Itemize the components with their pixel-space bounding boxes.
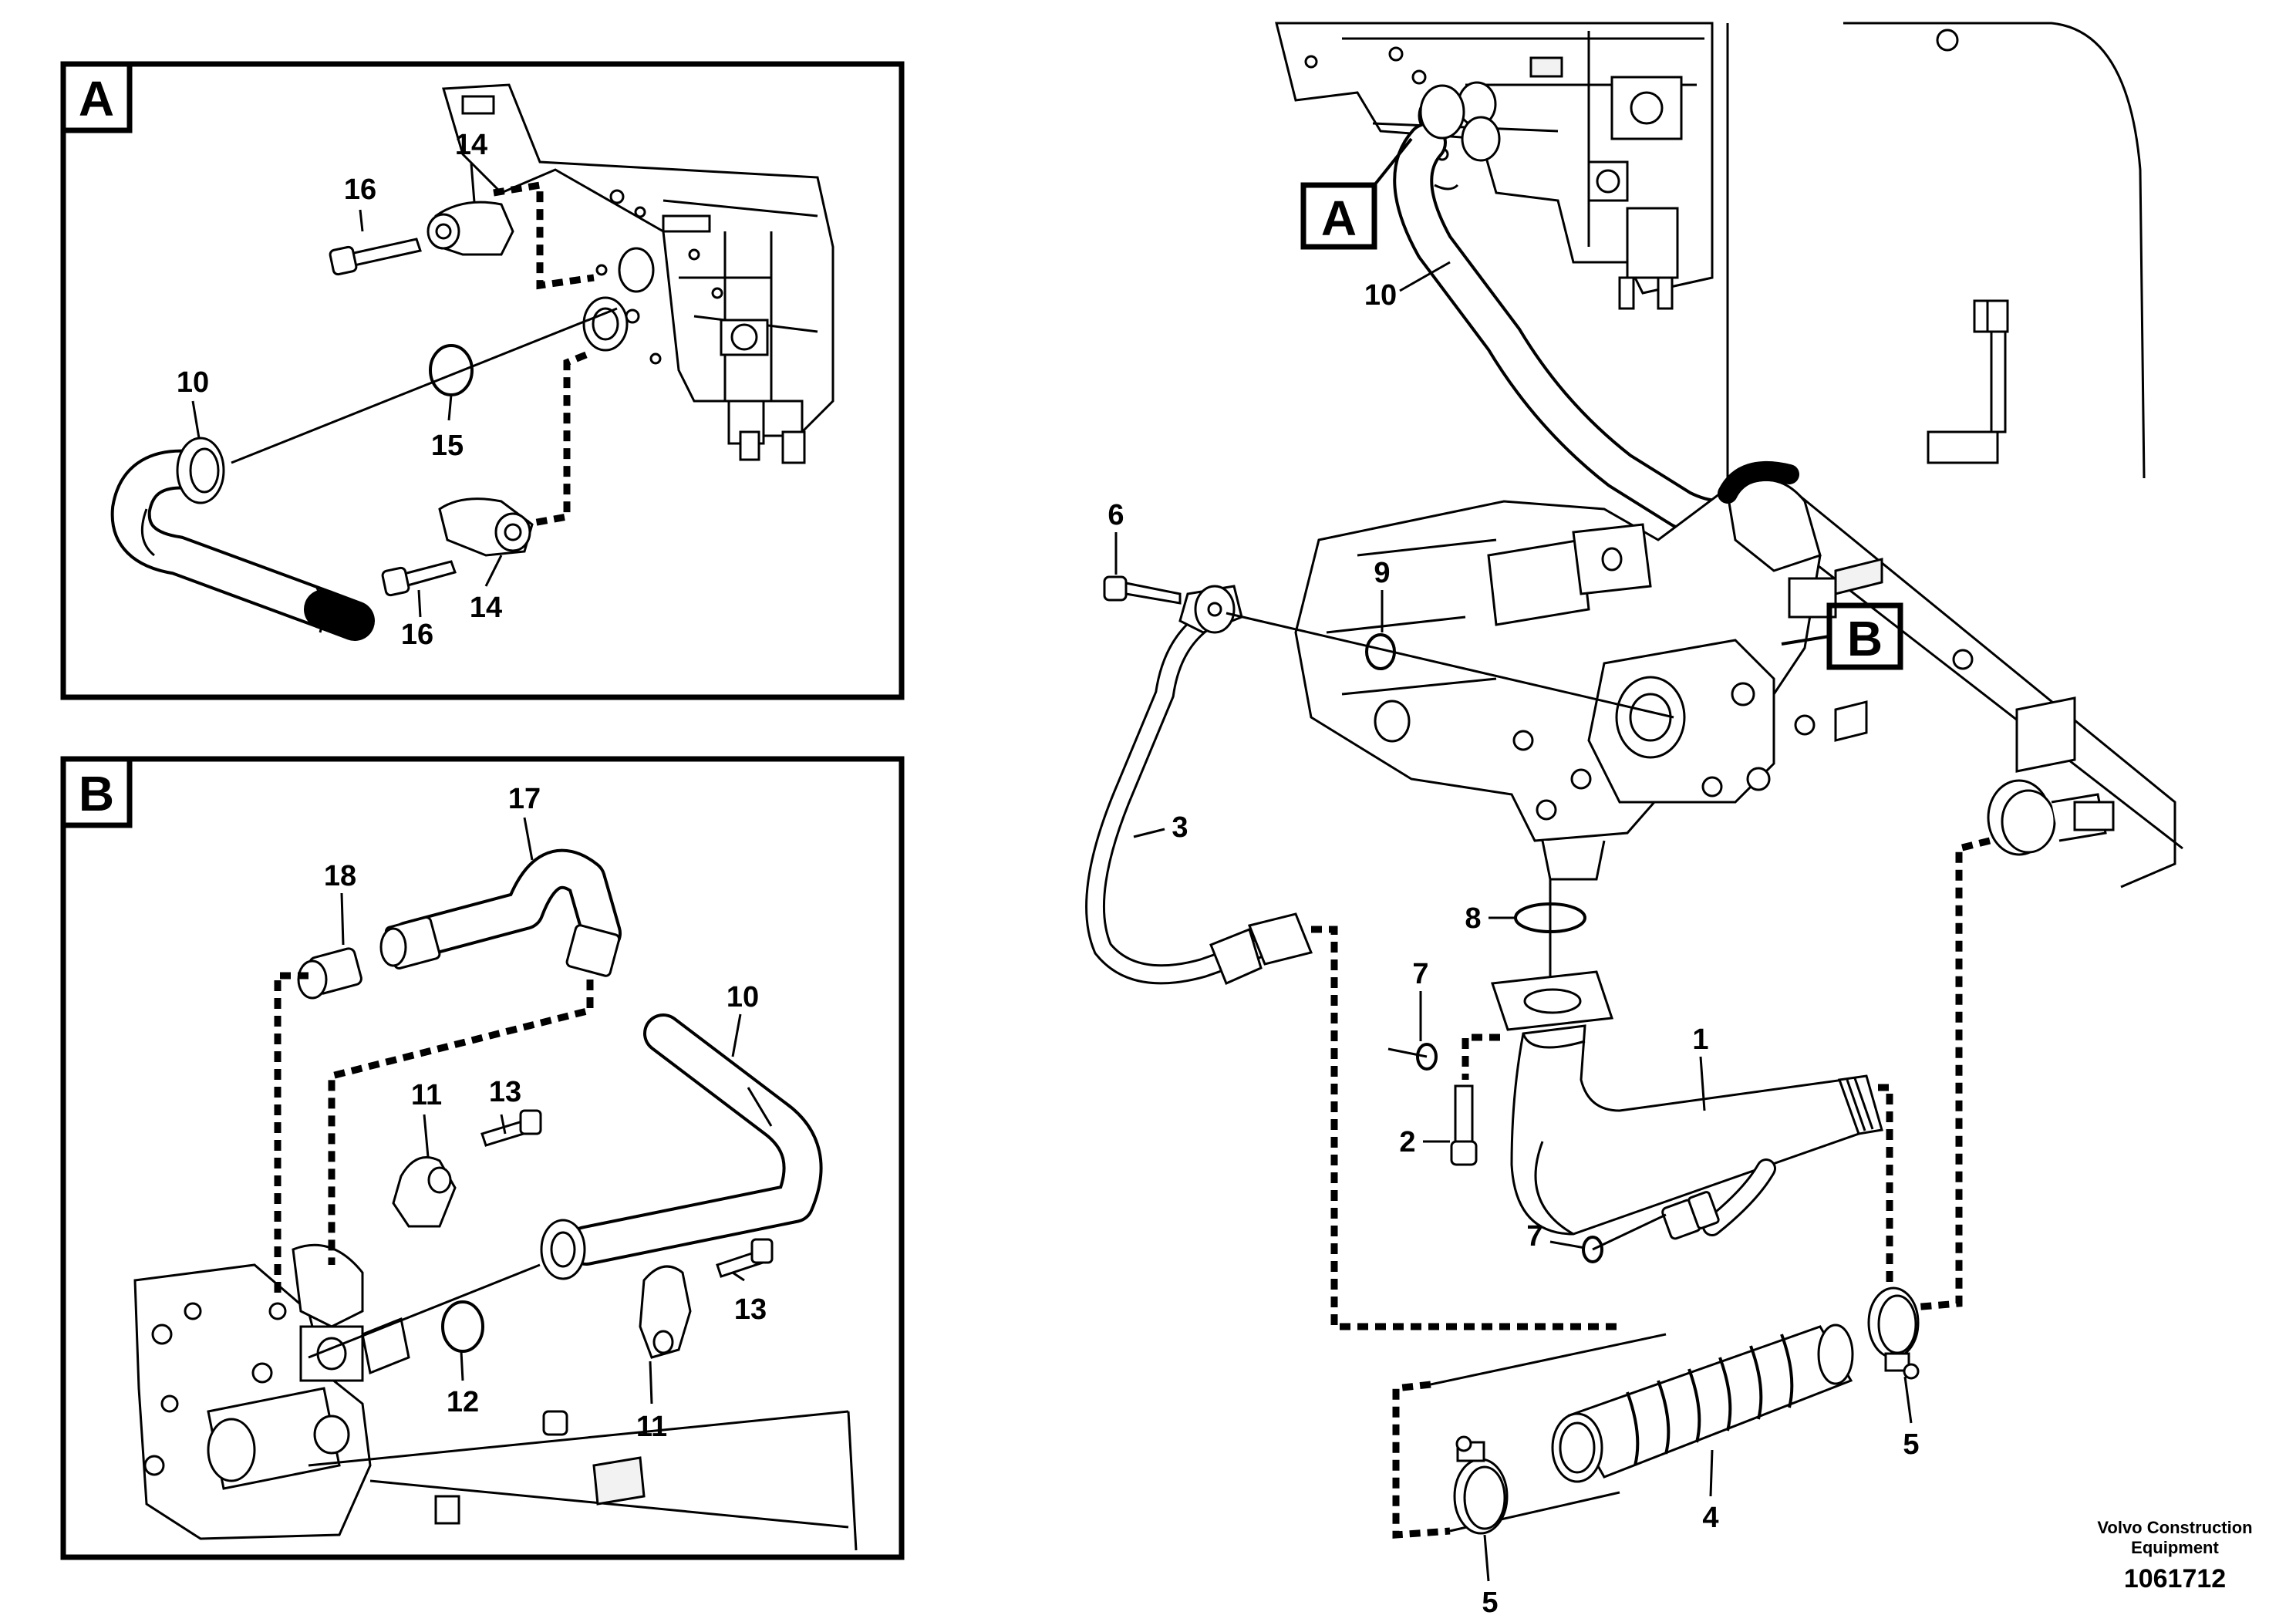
callout-10-main: 10 [1364, 279, 1397, 312]
publisher-line-2: Equipment [2131, 1538, 2219, 1557]
o-ring-7-top [1416, 1043, 1438, 1071]
detail-view-b: B [60, 756, 905, 1560]
callout-3-main: 3 [1172, 811, 1188, 844]
callout-5-main-bottom: 5 [1482, 1587, 1498, 1619]
detail-a-tag: A [79, 71, 114, 126]
assembly-path-b-left [274, 972, 308, 1296]
callout-10-a: 10 [177, 366, 209, 399]
callout-16-a-top: 16 [344, 174, 376, 206]
callout-11-b-bottom: 11 [636, 1411, 667, 1443]
callout-9-main: 9 [1374, 557, 1390, 589]
callout-17-b: 17 [508, 783, 541, 815]
callout-7-main-bottom: 7 [1526, 1220, 1542, 1253]
drawing-number: 1061712 [2123, 1564, 2227, 1593]
callout-13-b-bottom: 13 [734, 1293, 767, 1326]
flange-clamp-14-top [426, 201, 514, 256]
assembly-path-pipe-end [1878, 1084, 1893, 1311]
main-view: A B 10 6 9 3 8 7 2 1 7 5 4 5 [1085, 22, 2183, 1619]
detail-view-a: A [60, 61, 905, 700]
alignment-axis-9 [1226, 612, 1674, 719]
hydraulic-pump [1294, 460, 1868, 881]
flexible-hose-4 [1551, 1324, 1854, 1483]
flange-bolt-13-bottom [716, 1238, 774, 1278]
callout-7-main-top: 7 [1412, 958, 1428, 990]
assembly-path-a-top [493, 180, 595, 290]
callout-2-main: 2 [1399, 1126, 1415, 1158]
callout-14-a-bottom: 14 [470, 592, 502, 624]
pressure-hose-17 [379, 848, 622, 977]
o-ring-12 [441, 1300, 484, 1353]
suction-hose-10-detail-b [308, 1013, 823, 1359]
adapter-fitting-18 [297, 947, 362, 1000]
flange-bolt-6 [1103, 575, 1182, 605]
callout-1-main: 1 [1692, 1023, 1708, 1056]
detail-b-tag: B [79, 766, 114, 821]
flange-bolt-16-bottom [381, 560, 457, 597]
pump-assembly-detail-b [133, 1243, 858, 1551]
callout-5-main-right: 5 [1903, 1428, 1919, 1461]
flange-clamp-11-top [392, 1156, 457, 1228]
assembly-path-flange [1462, 1034, 1500, 1080]
sight-glass [1927, 299, 2009, 464]
publisher-line-1: Volvo Construction [2097, 1518, 2253, 1537]
hose-clamp-5-right [1867, 1286, 1920, 1380]
assembly-path-a-bottom [524, 351, 588, 528]
hose-clamp-5-bottom [1453, 1435, 1509, 1535]
callout-10-b: 10 [727, 981, 759, 1013]
flange-bolt-2 [1450, 1084, 1478, 1166]
callout-6-main: 6 [1108, 499, 1124, 531]
flange-clamp-11-bottom [639, 1265, 692, 1359]
suction-pipe-1 [1490, 970, 1883, 1240]
callout-16-a-bottom: 16 [401, 619, 433, 651]
breather-filter [1987, 779, 2115, 856]
callout-12-b: 12 [447, 1386, 479, 1418]
callout-8-main: 8 [1465, 902, 1481, 935]
drain-hose-3 [1085, 585, 1313, 986]
assembly-path-b-right [328, 980, 594, 1265]
callout-11-b-top: 11 [411, 1079, 442, 1111]
callout-4-main: 4 [1702, 1502, 1718, 1534]
main-tag-b: B [1847, 611, 1883, 666]
suction-hose-10-detail-a [110, 437, 375, 641]
main-control-valve [1275, 22, 1714, 310]
publisher-name: Volvo Construction Equipment [2075, 1518, 2275, 1558]
flange-bolt-16-top [329, 238, 422, 276]
flange-clamp-14-bottom [438, 497, 534, 557]
detail-b-tag-box [60, 756, 133, 828]
assembly-path-hose-4 [1392, 1381, 1451, 1539]
callout-14-a-top: 14 [455, 129, 487, 161]
o-ring-7-bottom [1582, 1236, 1603, 1263]
flange-bolt-13-top [480, 1109, 542, 1147]
callout-13-b-top: 13 [489, 1076, 521, 1108]
callout-15-a: 15 [431, 430, 464, 462]
tank-outline [1843, 22, 2146, 479]
detail-a-tag-box [60, 61, 133, 133]
callout-18-b: 18 [324, 860, 356, 892]
alignment-axis-a [231, 307, 618, 464]
detail-a-frame [60, 61, 905, 700]
assembly-path-breather [1912, 837, 1991, 1311]
detail-b-frame [60, 756, 905, 1560]
main-tag-a: A [1321, 191, 1357, 246]
main-tag-a-box [1300, 182, 1377, 250]
assembly-path-hose-3 [1311, 926, 1620, 1330]
control-valve-block [442, 83, 834, 464]
